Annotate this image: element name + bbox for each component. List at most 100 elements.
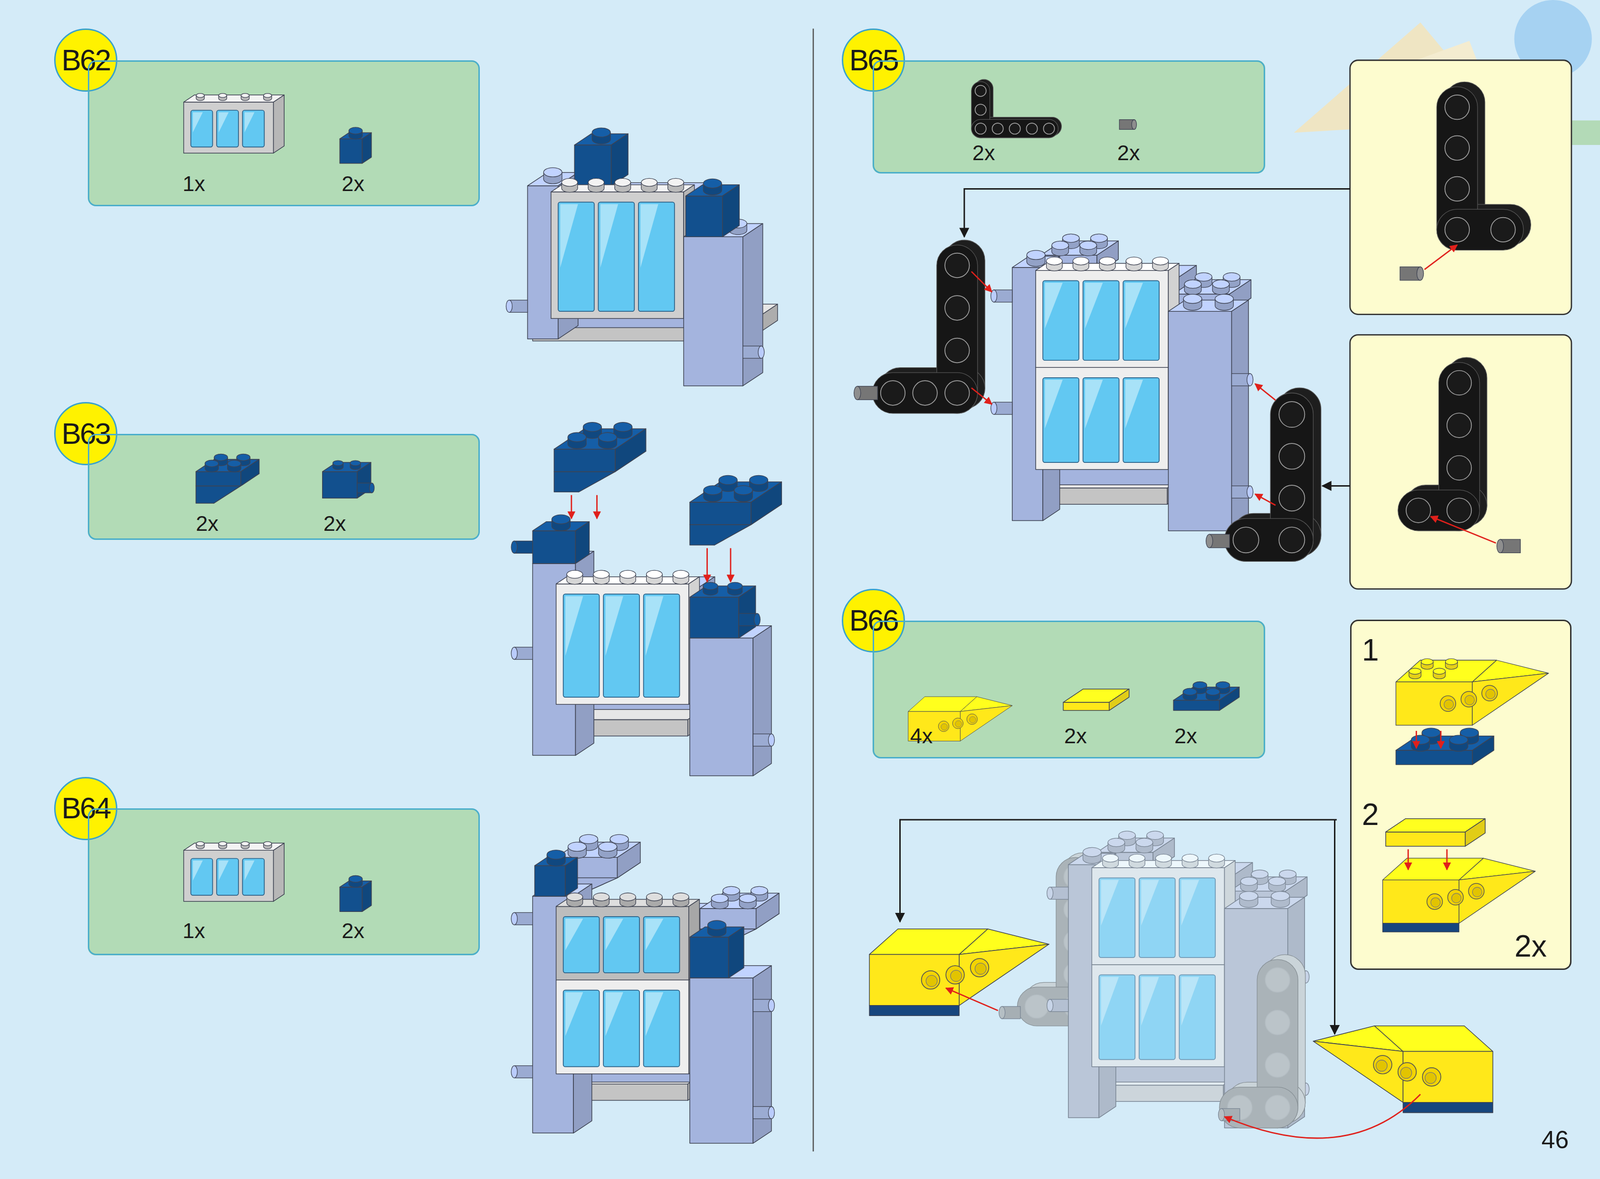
stud (588, 178, 605, 192)
pin-end (753, 613, 761, 626)
stud-top (727, 581, 743, 590)
glass-shine (1085, 282, 1103, 329)
glass-pane (598, 201, 635, 312)
part-count: 4x (910, 724, 934, 747)
beam-hole (1265, 967, 1290, 992)
stud (1102, 853, 1119, 868)
stud-top (593, 570, 610, 579)
brick-face (728, 926, 744, 978)
part-count: 2x (1064, 724, 1087, 747)
stud-top (588, 178, 605, 187)
callout-number: 1 (1361, 634, 1380, 666)
brick (1040, 233, 1119, 274)
pin-end (768, 999, 775, 1012)
window-frame (1035, 257, 1180, 368)
stud-top (568, 841, 587, 851)
brick-face (195, 485, 241, 504)
glass-shine (192, 112, 203, 133)
stud-top (1208, 853, 1225, 862)
stud (707, 920, 727, 937)
brick-face (960, 705, 1013, 742)
glass-shine (218, 112, 229, 133)
stud (1271, 891, 1290, 908)
stud-top (1449, 734, 1468, 744)
glass-shine (645, 595, 664, 656)
stud-top (1152, 257, 1169, 266)
wing-assembly (869, 928, 1049, 1016)
beam-hole (992, 123, 1004, 134)
stud-top (546, 849, 566, 859)
stud (667, 178, 685, 192)
glass-shine (244, 112, 255, 133)
brick-face (557, 200, 693, 328)
stud-top (543, 167, 562, 177)
glass-shine (1124, 282, 1143, 329)
sub-callout (1350, 334, 1572, 590)
pin-end (1218, 1108, 1225, 1121)
window-glass (563, 990, 680, 1067)
stud (593, 570, 610, 584)
stud (333, 460, 344, 470)
glass-shine (192, 860, 203, 881)
parts-panel: 1x2x (87, 60, 480, 207)
stud-top (196, 93, 205, 98)
brick-face (689, 936, 729, 978)
pin-end (1206, 533, 1213, 548)
wing-hole-inner (1465, 695, 1475, 705)
stud-top (646, 570, 663, 579)
assembly-arrow (706, 548, 708, 582)
window-glass (190, 110, 265, 147)
brick (689, 581, 756, 638)
parts-panel: 1x2x (87, 808, 480, 955)
technic-pin (1047, 886, 1069, 900)
technic-pin (357, 482, 375, 493)
stud (1206, 687, 1220, 700)
brick-face (1063, 702, 1110, 711)
l-beam (1398, 357, 1487, 531)
technic-pin (505, 300, 528, 313)
brick-face (339, 138, 362, 164)
glass-pane (1123, 377, 1160, 463)
beam-arm (1398, 489, 1480, 531)
glass-pane (603, 990, 640, 1067)
stud-top (1125, 257, 1143, 266)
stud-top (1155, 853, 1172, 862)
beam-hole (1025, 994, 1049, 1018)
sub-callout (1350, 60, 1572, 315)
part-count: 2x (323, 512, 347, 534)
stud (1135, 838, 1153, 853)
callout-fill (1350, 619, 1572, 970)
stud (566, 570, 583, 584)
stud-top (1099, 257, 1116, 266)
beam-hole (1265, 1095, 1290, 1120)
beam-hole (1278, 401, 1305, 428)
stud (1240, 876, 1258, 892)
stud (1129, 853, 1146, 868)
stud (1433, 667, 1446, 679)
stud-top (1195, 272, 1212, 282)
l-beam (1436, 81, 1531, 250)
stud (591, 127, 611, 144)
beam-hole (975, 104, 987, 115)
wing-hole-inner (1400, 1066, 1412, 1079)
stud (1181, 853, 1199, 868)
beam-hole (944, 380, 970, 406)
stud-top (1240, 876, 1258, 886)
window-frame (1035, 360, 1180, 470)
stud-top (240, 841, 249, 846)
stud-top (1279, 869, 1296, 879)
wing-hole (1447, 889, 1464, 905)
window-frame (556, 972, 700, 1074)
panel-fill (87, 433, 480, 540)
stud (711, 894, 728, 909)
brick-face (339, 886, 362, 912)
pin-end (369, 482, 375, 493)
pin-end (1247, 485, 1254, 498)
stud (543, 167, 562, 184)
window-glass (1042, 280, 1160, 361)
brick-face (1465, 818, 1486, 847)
stud-top (583, 422, 602, 432)
stud (646, 892, 663, 907)
technic-pin (1119, 119, 1137, 130)
stud-top (579, 834, 599, 844)
